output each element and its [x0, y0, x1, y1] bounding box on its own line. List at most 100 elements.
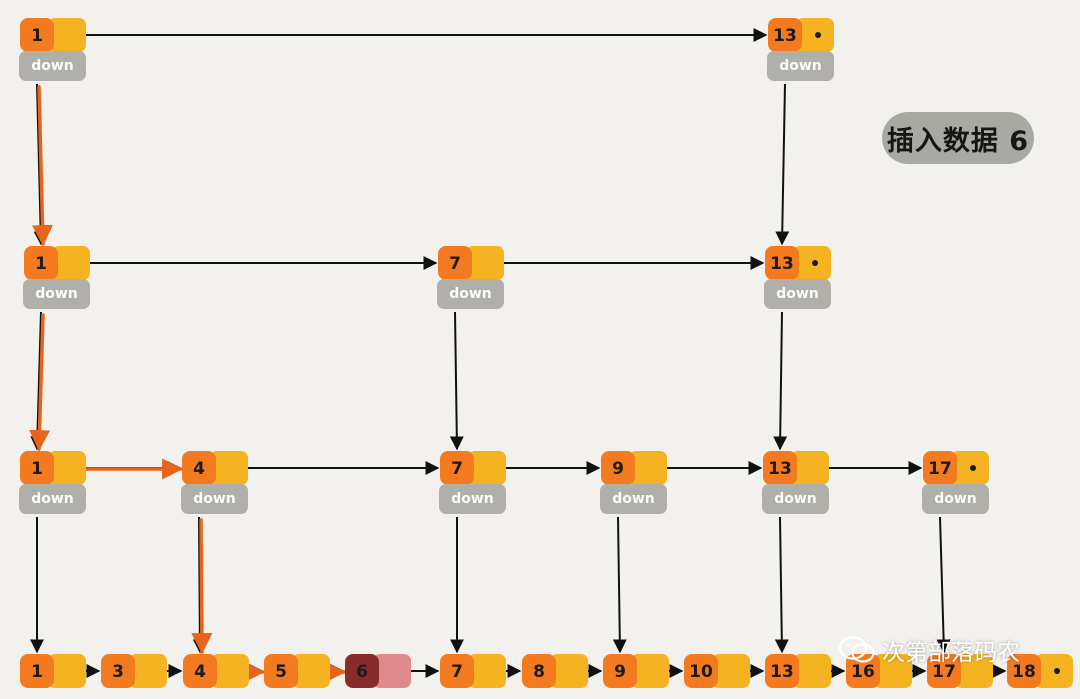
node-value-box [440, 451, 474, 485]
node-value-box [182, 451, 216, 485]
next-pointer-box [631, 654, 669, 688]
next-pointer-box [210, 451, 248, 485]
skiplist-node: 1 down [19, 451, 86, 514]
down-label: down [776, 286, 819, 302]
skiplist-node: 17 [927, 654, 993, 688]
down-pointer-box [181, 484, 248, 514]
next-pointer-box [793, 654, 831, 688]
down-arrow [33, 83, 48, 246]
node-value-box [765, 654, 799, 688]
node-value: 3 [112, 662, 124, 682]
down-arrow [192, 516, 207, 654]
down-label: down [451, 491, 494, 507]
node-value: 1 [31, 26, 43, 46]
skiplist-node: 17 down [922, 451, 989, 514]
node-value-box [440, 654, 474, 688]
search-path-arrow [191, 518, 213, 655]
down-pointer-box [19, 484, 86, 514]
next-pointer-box [712, 654, 750, 688]
down-arrow [936, 516, 951, 654]
skiplist-node: 4 [183, 654, 249, 688]
search-path-arrow [29, 313, 51, 452]
edges-layer [29, 28, 1007, 683]
skiplist-node: 7 down [437, 246, 504, 309]
next-pointer-box [292, 654, 330, 688]
node-value: 9 [612, 459, 624, 479]
node-value-box [846, 654, 880, 688]
next-pointer-box [629, 451, 667, 485]
node-value-box [765, 246, 799, 280]
down-pointer-box [439, 484, 506, 514]
down-label: down [934, 491, 977, 507]
node-value-box [927, 654, 961, 688]
skiplist-node: 16 [846, 654, 912, 688]
node-value: 9 [614, 662, 626, 682]
down-pointer-box [19, 51, 86, 81]
node-value: 1 [31, 662, 43, 682]
down-pointer-box [762, 484, 829, 514]
node-value: 16 [851, 662, 875, 682]
skiplist-node: 13 [765, 654, 831, 688]
down-label: down [193, 491, 236, 507]
title-bubble: 插入数据 6 [882, 112, 1034, 164]
null-pointer-dot [970, 465, 976, 471]
next-pointer-box [955, 654, 993, 688]
down-label: down [31, 491, 74, 507]
node-value: 8 [533, 662, 545, 682]
next-pointer-box [550, 654, 588, 688]
node-value-box [183, 654, 217, 688]
skiplist-node: 8 [522, 654, 588, 688]
down-label: down [612, 491, 655, 507]
node-value: 7 [451, 662, 463, 682]
down-pointer-box [764, 279, 831, 309]
down-label: down [774, 491, 817, 507]
node-value: 13 [773, 26, 797, 46]
down-label: down [449, 286, 492, 302]
node-value: 7 [449, 254, 461, 274]
next-pointer-box [468, 451, 506, 485]
title-text: 插入数据 6 [886, 125, 1030, 157]
node-value: 17 [932, 662, 956, 682]
down-pointer-box [767, 51, 834, 81]
down-pointer-box [600, 484, 667, 514]
node-value: 1 [31, 459, 43, 479]
skiplist-node: 6 [345, 654, 411, 688]
next-pointer-box [48, 654, 86, 688]
null-pointer-dot [1054, 668, 1060, 674]
node-value: 17 [928, 459, 952, 479]
skiplist-node: 1 down [19, 18, 86, 81]
skiplist-node: 1 [20, 654, 86, 688]
down-pointer-box [437, 279, 504, 309]
down-pointer-box [23, 279, 90, 309]
skiplist-node: 10 [684, 654, 750, 688]
node-value-box [768, 18, 802, 52]
node-value: 18 [1012, 662, 1036, 682]
node-value: 13 [770, 662, 794, 682]
next-pointer-box [874, 654, 912, 688]
next-pointer-box [791, 451, 829, 485]
down-arrow [30, 311, 45, 451]
node-value-box [1007, 654, 1041, 688]
node-value-box [603, 654, 637, 688]
node-value-box [438, 246, 472, 280]
watermark-text: 次第部落码农 [882, 640, 1020, 666]
skiplist-node: 3 [101, 654, 167, 688]
next-pointer-box [466, 246, 504, 280]
down-arrow [612, 516, 627, 654]
next-pointer-box [468, 654, 506, 688]
node-value-box [923, 451, 957, 485]
node-value: 10 [689, 662, 713, 682]
node-value: 6 [356, 662, 368, 682]
down-label: down [31, 58, 74, 74]
down-pointer-box [922, 484, 989, 514]
skiplist-node: 5 [264, 654, 330, 688]
node-value: 7 [451, 459, 463, 479]
node-value-box [20, 654, 54, 688]
node-value-box [24, 246, 58, 280]
